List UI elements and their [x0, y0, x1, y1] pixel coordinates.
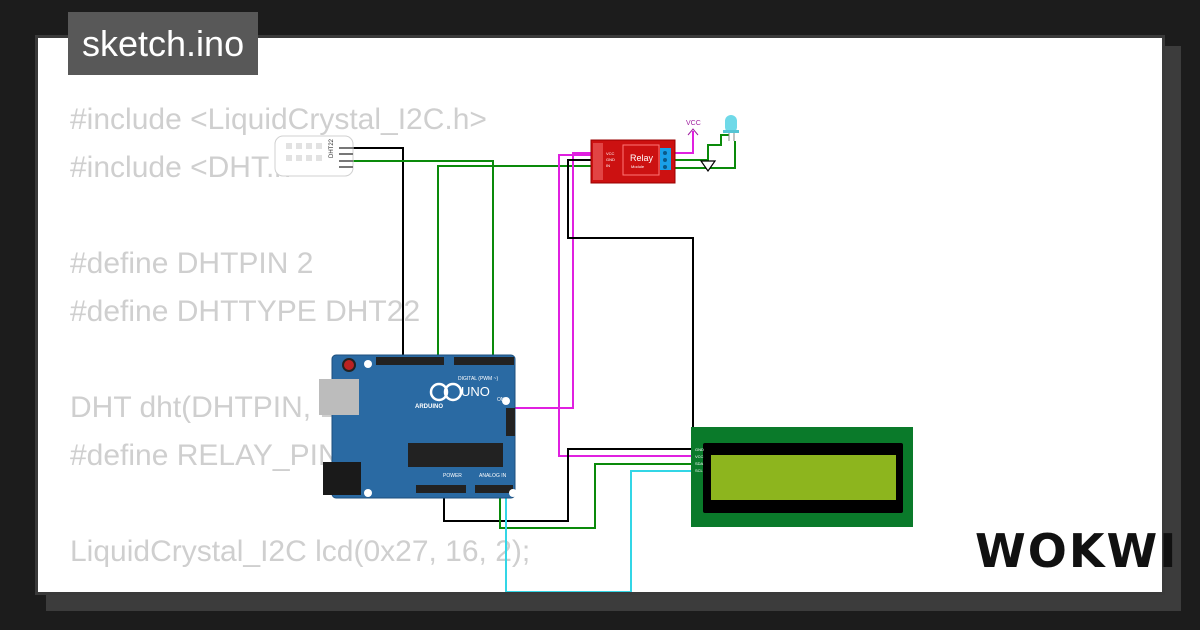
arduino-power-label: POWER: [443, 473, 462, 479]
wire-cyan-scl: [505, 470, 695, 592]
dht22-sensor[interactable]: DHT22: [274, 135, 354, 177]
ground-symbol: [699, 160, 717, 173]
code-line: #include <DHT.h>: [70, 151, 309, 184]
wire-black-arduino-gnd: [443, 448, 695, 522]
wire-green-relay: [437, 165, 593, 363]
wokwi-logo: WOKWI: [975, 524, 1179, 578]
led[interactable]: [723, 115, 739, 141]
dht-label: DHT22: [329, 138, 335, 158]
code-line: LiquidCrystal_I2C lcd(0x27, 16, 2);: [70, 535, 531, 568]
lcd-pin-sda: SDA: [695, 461, 704, 466]
circuit-diagram: DHT22 Relay Module VCC GND IN VCC: [274, 115, 913, 592]
arduino-on-label: ON: [497, 397, 505, 403]
vcc-symbol: VCC: [686, 120, 701, 136]
relay-module[interactable]: Relay Module VCC GND IN: [590, 139, 676, 184]
wire-green-sda: [499, 463, 695, 529]
code-line: #include <LiquidCrystal_I2C.h>: [70, 103, 487, 136]
wire-magenta-lcd-vcc: [558, 154, 695, 457]
relay-pin-in: IN: [606, 163, 610, 168]
arduino-uno[interactable]: UNO ARDUINO DIGITAL (PWM ~) ON POWER ANA…: [319, 354, 517, 499]
relay-pin-gnd: GND: [606, 157, 615, 162]
arduino-digital-label: DIGITAL (PWM ~): [458, 376, 498, 382]
wire-black-relay-gnd: [567, 159, 697, 450]
sketch-title: sketch.ino: [68, 12, 259, 75]
relay-pin-vcc: VCC: [606, 151, 615, 156]
wire-green-dht: [353, 160, 494, 363]
arduino-sub: ARDUINO: [415, 404, 443, 410]
relay-label: Relay: [630, 153, 654, 163]
wire-green-led-2: [675, 141, 736, 169]
wire-magenta-vcc: [675, 131, 694, 154]
relay-sublabel: Module: [631, 164, 645, 169]
preview-card[interactable]: #include <LiquidCrystal_I2C.h> #include …: [35, 35, 1165, 595]
lcd-pin-gnd: GND: [695, 447, 704, 452]
lcd-display[interactable]: GND VCC SDA SCL: [691, 427, 913, 527]
arduino-analog-label: ANALOG IN: [479, 473, 507, 479]
svg-text:VCC: VCC: [686, 120, 701, 127]
arduino-brand: UNO: [461, 384, 490, 399]
lcd-pin-scl: SCL: [695, 468, 704, 473]
code-line: #define DHTTYPE DHT22: [70, 295, 421, 328]
wire-green-led: [675, 134, 729, 161]
code-line: #define DHTPIN 2: [70, 247, 314, 280]
wire-black-dht: [353, 147, 404, 363]
lcd-pin-vcc: VCC: [695, 454, 704, 459]
